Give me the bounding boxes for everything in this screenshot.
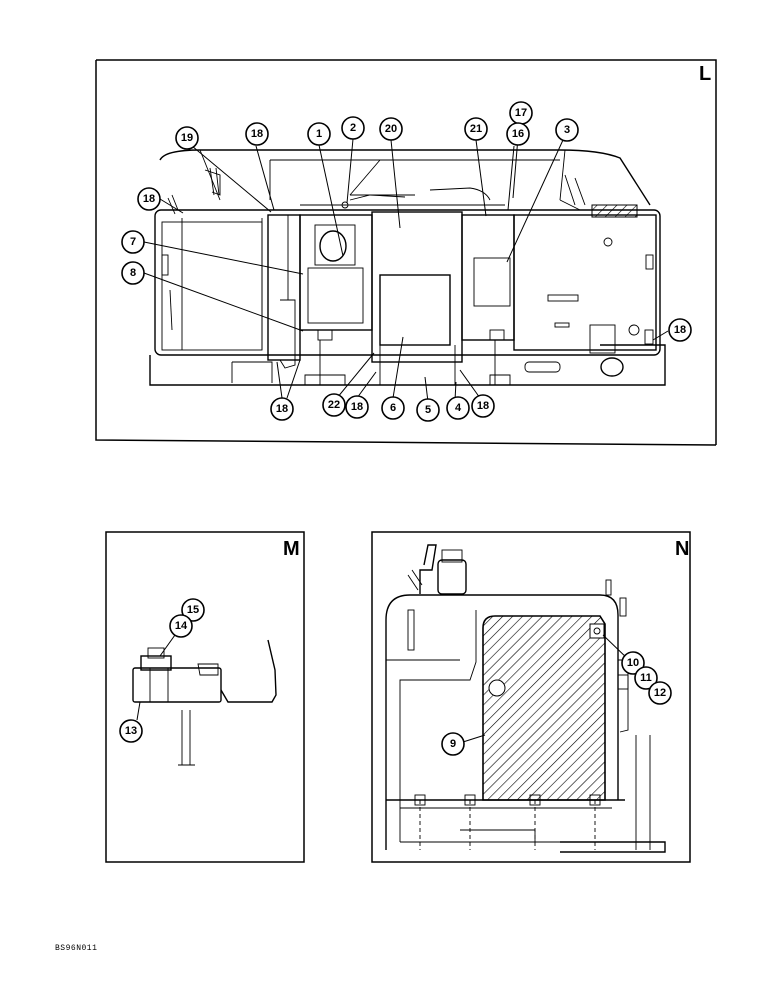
svg-text:16: 16 [512, 128, 524, 140]
callout-21: 21 [464, 117, 488, 141]
callout-7: 7 [121, 230, 145, 254]
view-n: N [371, 531, 691, 863]
svg-text:8: 8 [130, 267, 136, 279]
svg-text:5: 5 [425, 404, 431, 416]
svg-text:17: 17 [515, 107, 527, 119]
callout-22: 22 [322, 393, 346, 417]
view-m-letter: M [283, 538, 300, 560]
svg-text:19: 19 [181, 132, 193, 144]
leader-lines-m [136, 627, 181, 721]
view-m: M 15 14 13 [105, 531, 305, 863]
callout-14: 14 [169, 614, 193, 638]
svg-text:22: 22 [328, 399, 340, 411]
callout-15: 15 [181, 598, 205, 622]
svg-text:18: 18 [143, 193, 155, 205]
callout-9: 9 [441, 732, 465, 756]
callout-12: 12 [648, 681, 672, 705]
callouts-l: 1 2 20 21 3 17 16 19 18 18 18 7 8 18 22 … [121, 101, 692, 422]
svg-text:4: 4 [455, 402, 462, 414]
callout-18-f: 18 [471, 394, 495, 418]
svg-text:12: 12 [654, 687, 666, 699]
callout-3: 3 [555, 118, 579, 142]
callout-19: 19 [175, 126, 199, 150]
svg-text:9: 9 [450, 738, 456, 750]
svg-text:13: 13 [125, 725, 137, 737]
callout-18-a: 18 [245, 122, 269, 146]
side-view [385, 544, 666, 853]
callout-1: 1 [307, 122, 331, 146]
bracket-detail [132, 639, 277, 766]
callout-18-d: 18 [270, 397, 294, 421]
view-l: L [95, 59, 717, 446]
svg-text:10: 10 [627, 657, 639, 669]
svg-text:21: 21 [470, 123, 482, 135]
svg-text:18: 18 [251, 128, 263, 140]
svg-text:20: 20 [385, 123, 397, 135]
leader-lines-l [143, 124, 669, 403]
svg-text:14: 14 [175, 620, 188, 632]
callout-4: 4 [446, 396, 470, 420]
callout-13: 13 [119, 719, 143, 743]
callout-20: 20 [379, 117, 403, 141]
callout-18-c: 18 [668, 318, 692, 342]
callout-5: 5 [416, 398, 440, 422]
svg-text:18: 18 [351, 401, 363, 413]
svg-text:15: 15 [187, 604, 199, 616]
callout-2: 2 [341, 116, 365, 140]
callout-18-b: 18 [137, 187, 161, 211]
svg-text:18: 18 [477, 400, 489, 412]
svg-text:6: 6 [390, 402, 396, 414]
callout-16: 16 [506, 122, 530, 146]
callout-17: 17 [509, 101, 533, 125]
svg-text:18: 18 [674, 324, 686, 336]
callout-10: 10 [621, 651, 645, 675]
view-l-letter: L [699, 63, 711, 85]
svg-text:3: 3 [564, 124, 570, 136]
machine-rear-view [149, 149, 666, 386]
callout-6: 6 [381, 396, 405, 420]
svg-text:1: 1 [316, 128, 322, 140]
callout-11: 11 [634, 666, 658, 690]
view-n-letter: N [675, 538, 689, 560]
svg-text:2: 2 [350, 122, 356, 134]
figure-code: BS96N011 [55, 944, 98, 953]
callout-18-e: 18 [345, 395, 369, 419]
callout-8: 8 [121, 261, 145, 285]
svg-text:11: 11 [640, 672, 652, 684]
svg-text:7: 7 [130, 236, 136, 248]
svg-text:18: 18 [276, 403, 288, 415]
